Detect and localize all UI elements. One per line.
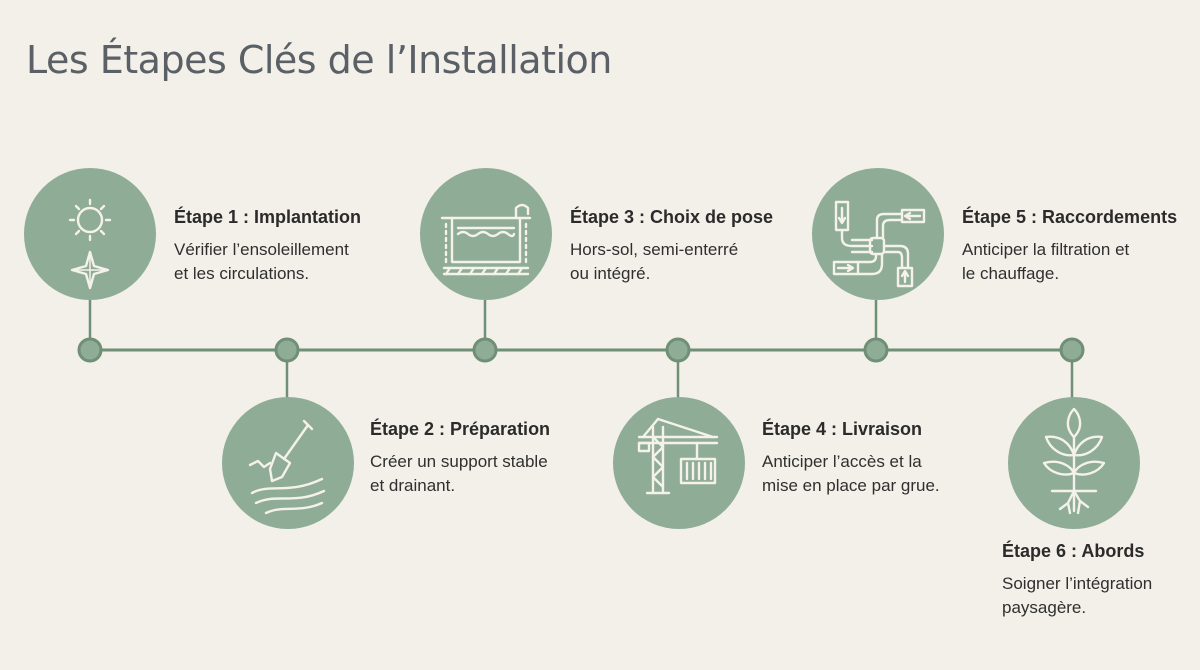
step-5-circle (812, 168, 944, 300)
step-3-text: Étape 3 : Choix de pose Hors-sol, semi-e… (570, 207, 800, 286)
step-4-text: Étape 4 : Livraison Anticiper l’accès et… (762, 419, 992, 498)
step-5-text: Étape 5 : Raccordements Anticiper la fil… (962, 207, 1192, 286)
sun-and-compass-icon (68, 198, 112, 290)
step-3-circle (420, 168, 552, 300)
step-3-title: Étape 3 : Choix de pose (570, 207, 774, 227)
step-2-text: Étape 2 : Préparation Créer un support s… (370, 419, 600, 498)
shovel-icon (248, 419, 326, 515)
step-1-circle (24, 168, 156, 300)
step-6-title: Étape 6 : Abords (1002, 541, 1145, 561)
timeline-node (863, 337, 889, 363)
timeline-node (1059, 337, 1085, 363)
crane-icon (637, 417, 719, 495)
step-2-title: Étape 2 : Préparation (370, 419, 551, 439)
step-6-circle (1008, 397, 1140, 529)
step-1-text: Étape 1 : Implantation Vérifier l’ensole… (174, 207, 404, 286)
timeline-node (472, 337, 498, 363)
step-4-circle (613, 397, 745, 529)
pipes-icon (832, 200, 926, 288)
step-1-title: Étape 1 : Implantation (174, 207, 362, 227)
step-4-title: Étape 4 : Livraison (762, 419, 923, 439)
pool-cross-section-icon (440, 203, 532, 276)
timeline-node (274, 337, 300, 363)
timeline-node (665, 337, 691, 363)
timeline-node (77, 337, 103, 363)
page-title: Les Étapes Clés de l’Installation (26, 38, 612, 82)
plant-icon (1042, 407, 1106, 515)
step-2-circle (222, 397, 354, 529)
step-5-title: Étape 5 : Raccordements (962, 207, 1178, 227)
